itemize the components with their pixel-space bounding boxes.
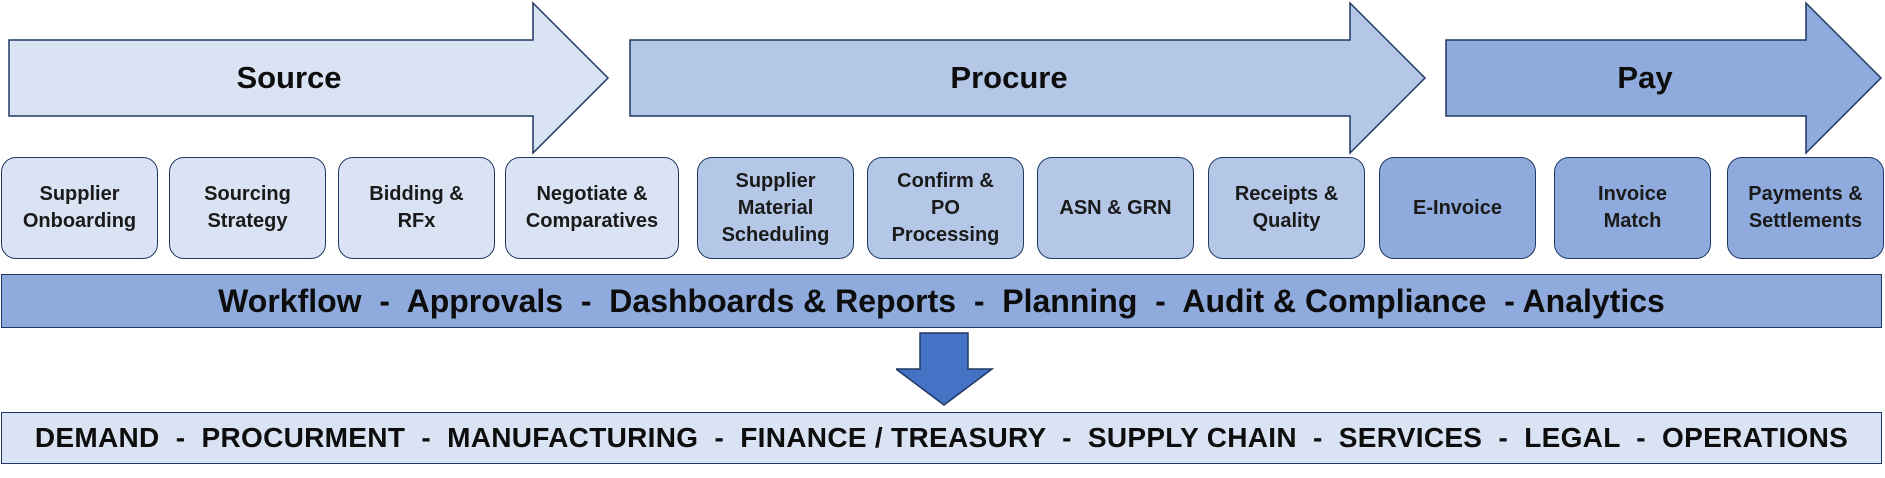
business-functions-band: DEMAND - PROCURMENT - MANUFACTURING - FI… — [1, 412, 1882, 464]
step-supplier-material-scheduling: Supplier Material Scheduling — [697, 157, 854, 259]
down-arrow-icon — [896, 332, 994, 406]
step-receipts-quality: Receipts & Quality — [1208, 157, 1365, 259]
step-sourcing-strategy: Sourcing Strategy — [169, 157, 326, 259]
step-supplier-onboarding: Supplier Onboarding — [1, 157, 158, 259]
procure-phase-arrow — [629, 1, 1427, 155]
source-phase-label: Source — [236, 60, 342, 95]
step-negotiate-comparatives: Negotiate & Comparatives — [505, 157, 679, 259]
step-payments-settlements: Payments & Settlements — [1727, 157, 1884, 259]
source-phase-arrow — [8, 1, 610, 155]
procure-phase-label: Procure — [950, 60, 1068, 95]
pay-phase-arrow — [1445, 1, 1883, 155]
phase-arrows — [8, 1, 1883, 155]
pay-phase-label: Pay — [1617, 60, 1673, 95]
step-asn-grn: ASN & GRN — [1037, 157, 1194, 259]
step-confirm-po-processing: Confirm & PO Processing — [867, 157, 1024, 259]
step-invoice-match: Invoice Match — [1554, 157, 1711, 259]
capabilities-band: Workflow - Approvals - Dashboards & Repo… — [1, 274, 1882, 328]
step-bidding-rfx: Bidding & RFx — [338, 157, 495, 259]
step-e-invoice: E-Invoice — [1379, 157, 1536, 259]
